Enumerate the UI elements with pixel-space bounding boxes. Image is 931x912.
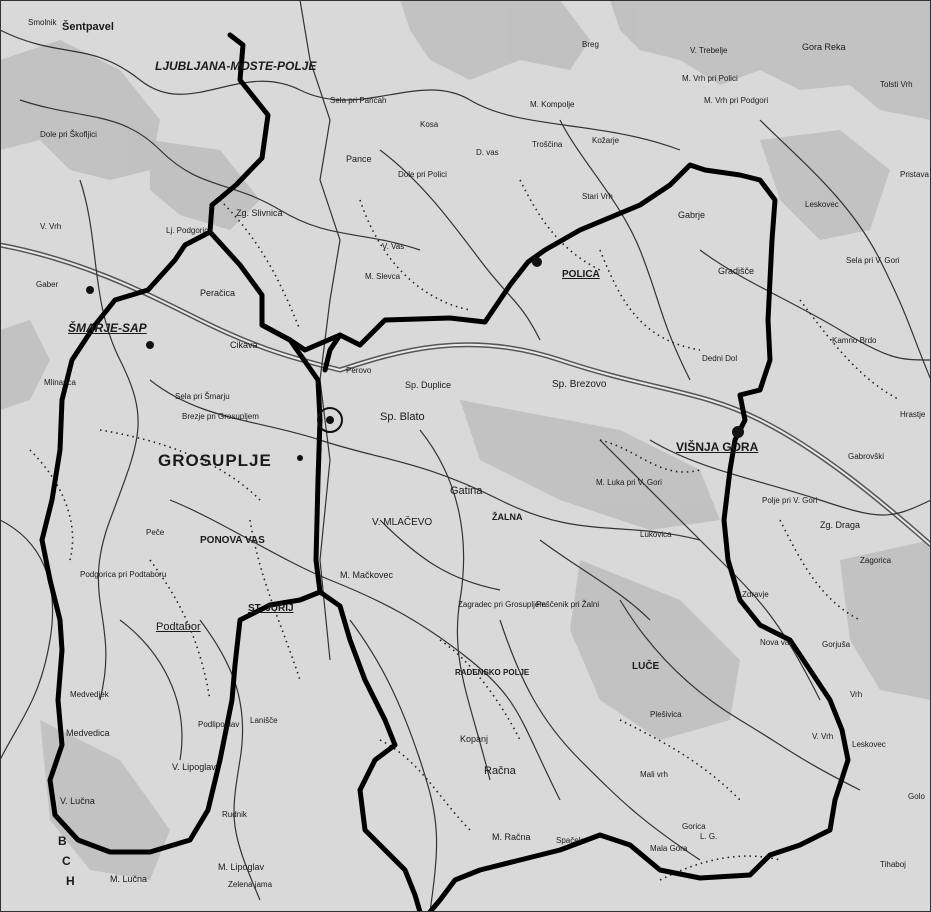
label-mala-gora: Mala Gora [650,844,688,853]
label-podgorica: Podgorica pri Podtaboru [80,570,167,579]
label-sela: Sela pri Šmarju [175,392,230,401]
label-peracica: Peračica [200,288,236,298]
label-v-mlacevo: V. MLAČEVO [372,517,433,528]
label-medvedica: Medvedica [66,728,110,738]
label-gabrje: Gabrje [678,210,706,220]
label-racna: Račna [484,765,516,777]
label-m-kompolje: M. Kompolje [530,100,575,109]
label-sp-duplice: Sp. Duplice [405,380,452,390]
label-v-vas: V. Vas [382,242,405,251]
label-polje: Polje pri V. Gori [762,496,818,505]
label-kamno-brdo: Kamno Brdo [832,336,877,345]
label-podtabor: Podtabor [156,621,201,633]
label-zdravje: Zdravje [742,590,769,599]
label-m-mackovec: M. Mačkovec [340,570,394,580]
label-pece: Peče [146,528,165,537]
label-sp-brezovo: Sp. Brezovo [552,379,607,390]
label-leskovec: Leskovec [805,200,839,209]
margin-letter-h: H [66,874,75,888]
label-m-vrh-podgori: M. Vrh pri Podgori [704,96,769,105]
label-dedni-dol: Dedni Dol [702,354,738,363]
label-kosa: Kosa [420,120,439,129]
label-tolsti-vrh: Tolsti Vrh [880,80,913,89]
label-perovo: Perovo [346,366,372,375]
label-zagradec: Zagradec pri Grosupljem [458,600,547,609]
label-hrastje: Hrastje [900,410,926,419]
label-zalna: ŽALNA [492,512,523,522]
label-polica: POLICA [562,269,600,280]
label-lj-podgorica: Lj. Podgorica [166,226,213,235]
label-pescenik: Peščenik pri Žalni [536,600,600,609]
hill-shading [0,0,931,880]
town-markers [86,257,744,461]
label-leskovec-2: Leskovec [852,740,886,749]
label-v-lucna: V. Lučna [60,796,95,806]
label-cikava: Cikava [230,340,258,350]
label-gora-reka: Gora Reka [802,42,846,52]
label-gorjusa: Gorjuša [822,640,851,649]
label-kopanj: Kopanj [460,734,489,744]
label-moste-polje: LJUBLJANA-MOSTE-POLJE [155,59,317,73]
label-mali-vrh: Mali vrh [640,770,669,779]
label-m-slevca: M. Slevca [365,272,401,281]
label-gatina: Gatina [450,485,483,497]
label-ponova-vas: PONOVA VAS [200,535,265,546]
label-v-lipoglav: V. Lipoglav [172,762,216,772]
label-m-vrh: Vrh [850,690,863,699]
label-gabrovski: Gabrovški [848,452,885,461]
label-lukovica: Lukovica [640,530,672,539]
label-m-racna: M. Račna [492,832,531,842]
label-lg: L. G. [700,832,718,841]
label-nova-vas: Nova vas [760,638,794,647]
label-sp-blato: Sp. Blato [380,411,425,423]
label-v-vrh-2: V. Vrh [812,732,834,741]
label-stari-vrh: Stari Vrh [582,192,613,201]
label-luce: LUČE [632,661,660,672]
label-spacek: Spaček [556,836,583,845]
label-medvedjek: Medvedjek [70,690,109,699]
label-lanisce: Lanišče [250,716,278,725]
label-pance: Pance [346,154,372,164]
label-visnja-gora: VIŠNJA GORA [676,440,759,454]
label-radensko-polje: RADENSKO POLJE [455,668,530,677]
label-d-vas: D. vas [476,148,499,157]
label-m-lipoglav: M. Lipoglav [218,862,265,872]
label-brezje: Brezje pri Grosupljem [182,412,259,421]
label-smarje-sap: ŠMARJE-SAP [68,321,147,335]
label-v-vrh: V. Vrh [40,222,62,231]
label-m-vrh-polici: M. Vrh pri Polici [682,74,738,83]
label-gabrovka: Gaber [36,280,59,289]
label-zg-slivnica: Zg. Slivnica [236,208,283,218]
label-smolnik: Smolnik [28,18,57,27]
margin-letter-c: C [62,854,71,868]
label-v-trebelje: V. Trebelje [690,46,728,55]
label-tihaboj: Tihaboj [880,860,906,869]
label-kozarje: Kožarje [592,136,620,145]
label-pristava: Pristava [900,170,929,179]
label-dole-pri: Dole pri Škofljici [40,130,97,139]
label-breg: Breg [582,40,599,49]
label-mlinarica: Mlinarica [44,378,77,387]
label-rudnik: Rudnik [222,810,247,819]
margin-letter-b: B [58,834,67,848]
label-sentpavel: Šentpavel [62,21,114,33]
label-troscina: Troščina [532,140,563,149]
label-sela-pancah: Sela pri Pancah [330,96,387,105]
label-m-luka: M. Luka pri V. Gori [596,478,662,487]
label-st-jurij: ST. JURIJ [248,603,294,614]
label-podlipoglav: Podlipoglav [198,720,240,729]
label-zagorica: Zagorica [860,556,892,565]
label-gorica: Gorica [682,822,706,831]
label-m-lucna: M. Lučna [110,874,148,884]
label-zelena-jama: Zelena jama [228,880,273,889]
label-sela-v-gori: Sela pri V. Gori [846,256,900,265]
label-gradisce: Gradišče [718,266,755,276]
label-grosuplje: GROSUPLJE [158,451,272,470]
label-golo: Golo [908,792,925,801]
label-dole: Dole pri Polici [398,170,447,179]
label-zg-draga: Zg. Draga [820,520,861,530]
label-plesivica: Plešivica [650,710,682,719]
